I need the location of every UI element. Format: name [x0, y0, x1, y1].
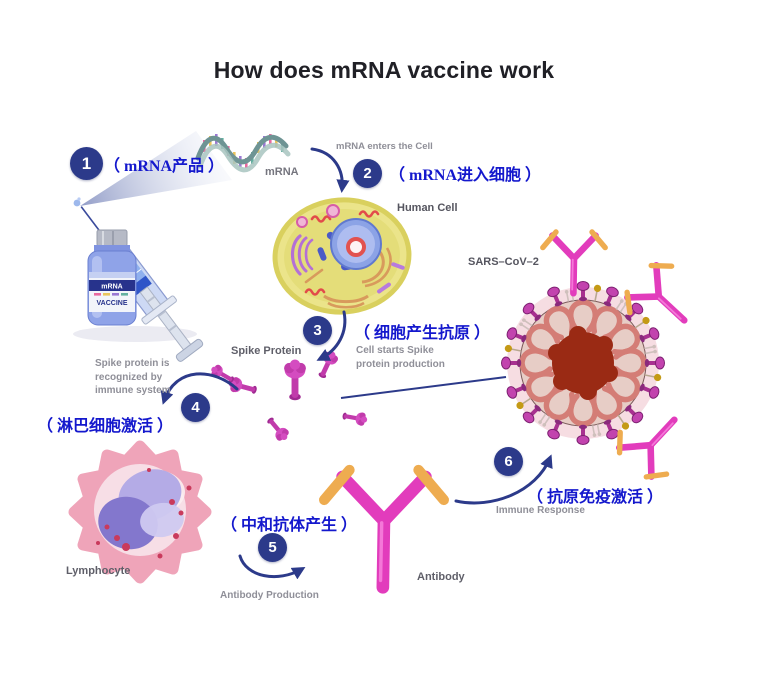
recognized-by-immune-label: Spike protein is recognized by immune sy… [95, 358, 171, 396]
flow-arrows [160, 147, 553, 580]
arrow-step3 [316, 310, 347, 361]
arrow-step6 [454, 454, 553, 505]
arrow-step2 [310, 147, 350, 193]
spike-virus-connector-line [340, 376, 507, 399]
vaccine-vial-illustration: mRNA VACCINE [87, 229, 137, 326]
droplet-icon [73, 197, 81, 207]
immune-response-label: Immune Response [496, 505, 585, 516]
human-cell-label: Human Cell [397, 202, 458, 214]
step-badge-2: 2 [353, 159, 382, 188]
arrow-step5 [238, 554, 306, 580]
step-5-chinese-label: （ 中和抗体产生 ） [221, 517, 358, 534]
step-badge-1: 1 [70, 147, 103, 180]
step-3-chinese-label: （ 细胞产生抗原 ） [354, 325, 491, 342]
step-badge-5: 5 [258, 533, 287, 562]
sars-cov-2-label: SARS–CoV–2 [468, 256, 539, 268]
step-badge-3: 3 [303, 316, 332, 345]
lymphocyte-label: Lymphocyte [66, 565, 131, 577]
mrna-label: mRNA [265, 166, 299, 178]
step-2-chinese-label: （ mRNA进入细胞 ） [389, 167, 541, 184]
human-cell-illustration [272, 197, 412, 315]
spike-protein-illustration [208, 348, 369, 444]
step-badge-4: 4 [181, 393, 210, 422]
ground-shadow [73, 326, 197, 342]
lymphocyte-illustration [68, 440, 212, 584]
injection-beam [80, 131, 232, 206]
antibody-label: Antibody [417, 571, 465, 583]
arrow-step4 [160, 372, 239, 405]
step-4-chinese-label: （ 淋巴细胞激活 ） [37, 418, 174, 435]
vial-mrna-text: mRNA [101, 284, 122, 291]
antibody-production-label: Antibody Production [220, 590, 319, 601]
page-title: How does mRNA vaccine work [213, 57, 555, 83]
step-badge-6: 6 [494, 447, 523, 476]
vial-vaccine-text: VACCINE [97, 300, 128, 307]
sars-cov-2-virus-illustration [501, 281, 665, 445]
step-6-chinese-label: （ 抗原免疫激活 ） [527, 489, 664, 506]
cell-starts-spike-label: Cell starts Spike protein production [356, 345, 445, 370]
step-1-chinese-label: （ mRNA产品 ） [104, 158, 224, 175]
mrna-strand-illustration [195, 134, 291, 173]
mrna-enters-cell-label: mRNA enters the Cell [336, 141, 433, 152]
spike-protein-label: Spike Protein [231, 345, 302, 357]
